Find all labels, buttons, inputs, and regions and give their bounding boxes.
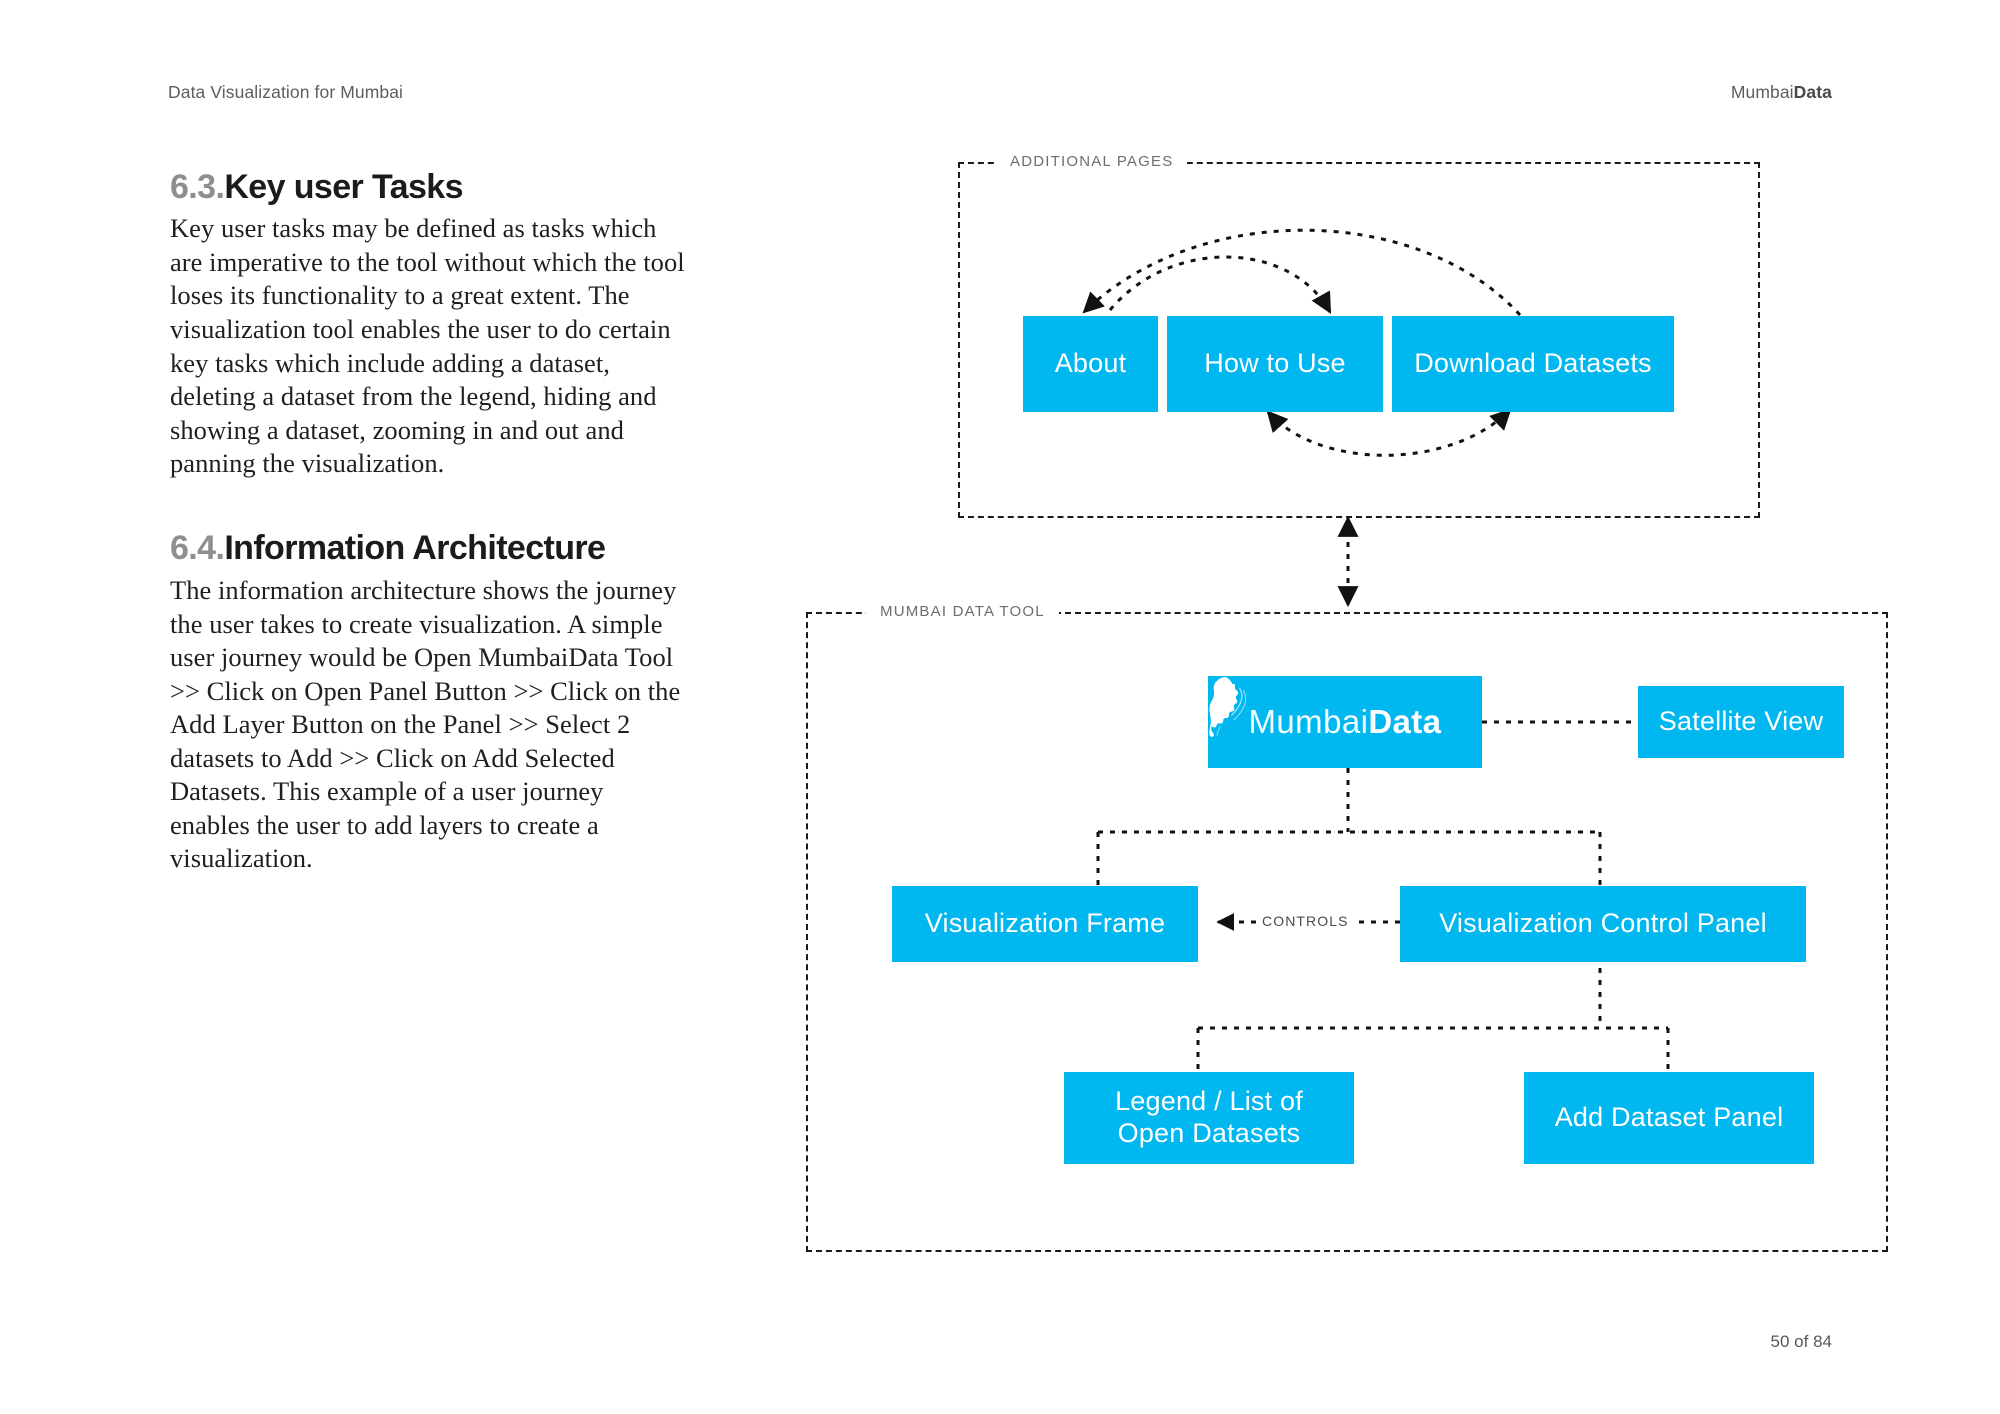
edge-howtouse-downloads-bidirectional	[1266, 408, 1512, 457]
node-satellite-view[interactable]: Satellite View	[1638, 686, 1844, 758]
edge-about-to-howtouse	[1108, 255, 1332, 314]
edge-download-to-about	[1082, 228, 1522, 317]
running-head-right: MumbaiData	[1731, 82, 1832, 103]
logo-word-light: Mumbai	[1248, 702, 1369, 740]
group-mumbai-data-tool	[806, 612, 1888, 1252]
section-number: 6.3.	[170, 168, 225, 206]
legend-line-2: Open Datasets	[1117, 1118, 1301, 1148]
node-legend-open-datasets[interactable]: Legend / List of Open Datasets	[1064, 1072, 1354, 1164]
mumbai-map-icon	[1209, 677, 1247, 737]
section-title: Key user Tasks	[224, 168, 463, 206]
node-how-to-use[interactable]: How to Use	[1167, 316, 1383, 412]
section-heading-6-3: 6.3. Key user Tasks	[170, 168, 685, 207]
node-about[interactable]: About	[1023, 316, 1158, 412]
node-add-dataset-panel[interactable]: Add Dataset Panel	[1524, 1072, 1814, 1164]
logo-wordmark: MumbaiData	[1249, 703, 1442, 742]
running-head-brand-light: Mumbai	[1730, 82, 1794, 102]
section-title: Information Architecture	[224, 528, 606, 567]
node-visualization-frame[interactable]: Visualization Frame	[892, 886, 1198, 962]
edge-label-controls: CONTROLS	[1256, 913, 1355, 929]
section-body-6-3: Key user tasks may be defined as tasks w…	[170, 213, 685, 479]
node-visualization-control-panel[interactable]: Visualization Control Panel	[1400, 886, 1806, 962]
logo-word-bold: Data	[1368, 702, 1442, 740]
section-body-6-4: The information architecture shows the j…	[170, 575, 681, 874]
legend-line-1: Legend / List of	[1115, 1086, 1303, 1117]
group-additional-pages-label: ADDITIONAL PAGES	[996, 153, 1188, 170]
group-additional-pages	[958, 162, 1760, 518]
page-number: 50 of 84	[1770, 1332, 1832, 1351]
node-download-datasets[interactable]: Download Datasets	[1392, 316, 1674, 412]
text-column: 6.3. Key user Tasks Key user tasks may b…	[170, 168, 685, 876]
node-mumbai-data-logo[interactable]: MumbaiData	[1208, 676, 1482, 768]
section-heading-6-4: 6.4. Information Architecture	[170, 529, 685, 568]
section-6-4: 6.4. Information Architecture The inform…	[170, 529, 685, 876]
group-mumbai-data-tool-label: MUMBAI DATA TOOL	[866, 603, 1059, 620]
section-number: 6.4.	[170, 528, 225, 567]
running-head-left: Data Visualization for Mumbai	[168, 82, 404, 102]
running-head-brand-bold: Data	[1793, 82, 1832, 102]
